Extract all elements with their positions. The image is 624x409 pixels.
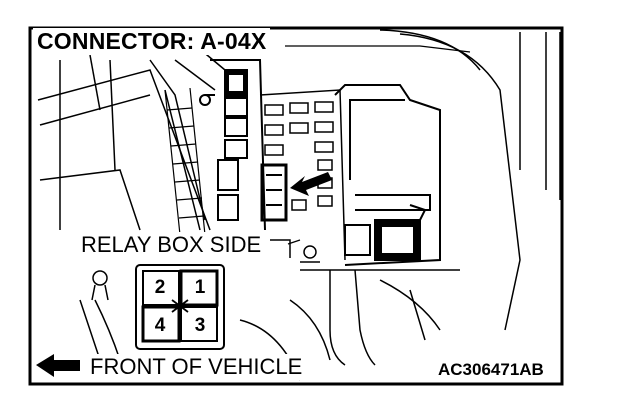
relay-box-side-label: RELAY BOX SIDE <box>78 232 265 258</box>
fuse-block <box>259 89 346 261</box>
front-of-vehicle-label: FRONT OF VEHICLE <box>88 354 305 380</box>
bolt <box>79 270 121 361</box>
pin-1-label: 1 <box>194 277 206 298</box>
connector-pinout <box>135 264 225 350</box>
figure-code: AC306471AB <box>438 360 544 380</box>
ribbed-hose <box>164 87 206 236</box>
connector-title: CONNECTOR: A-04X <box>33 28 271 55</box>
left-bracket <box>37 44 226 231</box>
figure-frame <box>28 26 564 386</box>
pin-2-label: 2 <box>154 277 166 298</box>
pin-4-label: 4 <box>154 315 166 336</box>
title-leader <box>285 45 471 53</box>
pin-3-label: 3 <box>194 315 206 336</box>
lower-wiring <box>239 239 460 381</box>
front-arrow-icon <box>36 354 80 377</box>
relay-column <box>199 59 266 231</box>
location-arrow-icon <box>290 172 332 196</box>
relay-side-leader <box>287 239 301 245</box>
fender-lines <box>379 29 561 331</box>
relay-box-cover <box>334 84 441 266</box>
